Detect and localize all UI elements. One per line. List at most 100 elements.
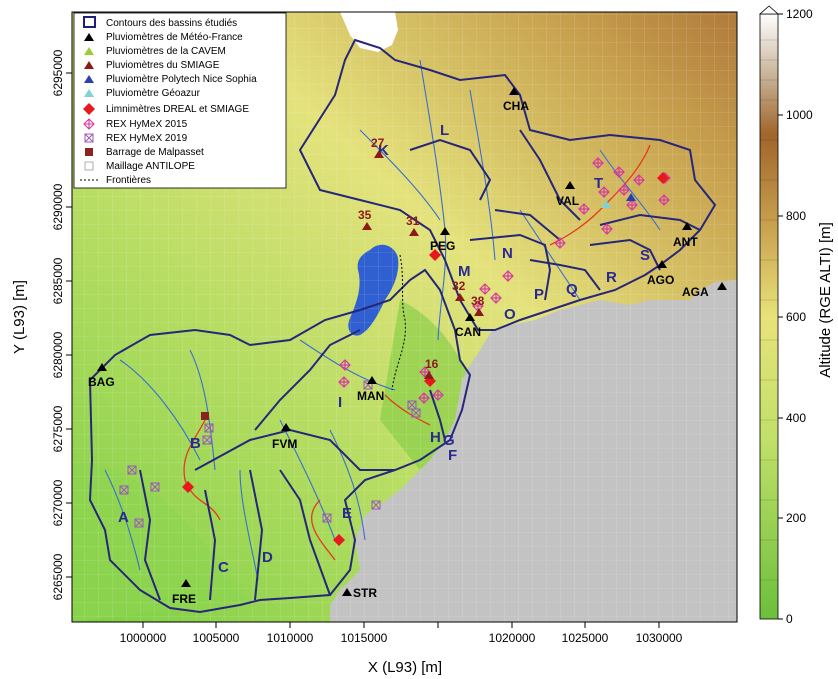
legend-symbol-geoazur xyxy=(84,89,94,97)
y-axis: 6265000 6270000 6275000 6280000 6285000 … xyxy=(11,12,73,622)
geoazur-gauge-marker xyxy=(601,200,611,208)
legend-label-border: Frontières xyxy=(106,175,151,186)
x-tick-label: 1020000 xyxy=(489,631,536,645)
station-label-MAN: MAN xyxy=(357,389,384,403)
legend-symbol-rex-2019 xyxy=(84,133,94,143)
smiage-label-31: 31 xyxy=(406,214,420,228)
colorbar-gradient xyxy=(759,13,779,620)
colorbar-tick-label: 600 xyxy=(786,310,806,324)
legend-label-limnimeter: Limnimètres DREAL et SMIAGE xyxy=(106,104,249,115)
smiage-label-35: 35 xyxy=(358,208,372,222)
legend-label-dam: Barrage de Malpasset xyxy=(106,147,204,158)
legend-label-mesh: Maillage ANTILOPE xyxy=(106,161,195,172)
basin-label-A: A xyxy=(118,509,129,526)
basin-label-L: L xyxy=(440,122,449,139)
basin-outlines xyxy=(88,38,717,614)
colorbar-bands xyxy=(760,39,778,581)
basin-labels: A B C D E F G H I K L M N O P Q R S T xyxy=(118,122,650,576)
x-tick-label: 1025000 xyxy=(562,631,609,645)
station-labels: CHA VAL ANT AGO AGA PEG CAN BAG MAN FVM … xyxy=(88,99,709,606)
colorbar-tick-label: 400 xyxy=(786,411,806,425)
basin-label-O: O xyxy=(504,306,516,323)
legend-symbol-rex-2015 xyxy=(83,118,95,130)
colorbar-tick-label: 1200 xyxy=(786,7,813,21)
basin-label-T: T xyxy=(594,175,603,192)
basin-label-D: D xyxy=(262,549,273,566)
smiage-label-16: 16 xyxy=(425,357,439,371)
colorbar-tick-label: 0 xyxy=(786,612,793,626)
x-tick-label: 1005000 xyxy=(193,631,240,645)
basin-label-K: K xyxy=(378,142,389,159)
station-label-FVM: FVM xyxy=(272,437,297,451)
y-tick-label: 6275000 xyxy=(51,405,65,452)
basin-label-G: G xyxy=(443,432,455,449)
colorbar-tick-label: 1000 xyxy=(786,108,813,122)
x-tick-label: 1000000 xyxy=(120,631,167,645)
basin-label-R: R xyxy=(606,269,617,286)
meteo-france-gauges xyxy=(97,87,727,596)
legend-symbol-dam xyxy=(85,148,93,156)
smiage-label-38: 38 xyxy=(471,294,485,308)
malpasset-dam-marker xyxy=(201,412,209,420)
station-label-BAG: BAG xyxy=(88,375,115,389)
basin-label-H: H xyxy=(430,429,441,446)
legend-label-smiage: Pluviomètres du SMIAGE xyxy=(106,60,220,71)
legend-box xyxy=(73,12,287,189)
y-tick-label: 6295000 xyxy=(51,49,65,96)
x-tick-label: 1030000 xyxy=(636,631,683,645)
station-label-PEG: PEG xyxy=(430,239,455,253)
colorbar-title: Altitude (RGE ALTI) [m] xyxy=(817,222,834,378)
station-label-AGA: AGA xyxy=(682,285,709,299)
basin-label-N: N xyxy=(502,245,513,262)
river-network xyxy=(104,59,661,581)
border-line xyxy=(391,254,406,391)
smiage-gauges xyxy=(362,150,484,379)
station-label-CAN: CAN xyxy=(455,325,481,339)
rex-hymex-2015-markers xyxy=(338,157,671,404)
smiage-label-27: 27 xyxy=(371,136,385,150)
y-tick-label: 6290000 xyxy=(51,183,65,230)
y-tick-label: 6270000 xyxy=(51,479,65,526)
basin-label-Q: Q xyxy=(566,281,578,298)
basin-label-B: B xyxy=(190,435,201,452)
colorbar-tick-label: 800 xyxy=(786,209,806,223)
map-legend: Contours des bassins étudiés Pluviomètre… xyxy=(73,12,287,189)
station-label-VAL: VAL xyxy=(556,194,579,208)
legend-label-cavem: Pluviomètres de la CAVEM xyxy=(106,46,226,57)
basin-label-E: E xyxy=(342,505,352,522)
smiage-label-32: 32 xyxy=(452,279,466,293)
legend-symbol-polytech xyxy=(84,75,94,83)
legend-symbol-cavem xyxy=(84,47,94,55)
legend-label-basin: Contours des bassins étudiés xyxy=(106,18,237,29)
station-label-AGO: AGO xyxy=(647,273,674,287)
station-label-CHA: CHA xyxy=(503,99,529,113)
station-label-STR: STR xyxy=(353,586,377,600)
y-axis-title: Y (L93) [m] xyxy=(11,280,28,354)
colorbar-top-arrow xyxy=(758,5,780,15)
legend-symbol-meteo-france xyxy=(84,33,94,41)
basin-label-S: S xyxy=(640,247,650,264)
studied-reaches xyxy=(183,144,651,561)
colorbar-ticks xyxy=(778,13,783,620)
basin-outline-north xyxy=(298,38,717,331)
legend-label-rex-2019: REX HyMeX 2019 xyxy=(106,133,188,144)
x-tick-label: 1015000 xyxy=(341,631,388,645)
smiage-number-labels: 27 35 31 32 38 16 xyxy=(358,136,485,371)
x-tick-marks xyxy=(142,622,660,628)
x-tick-label: 1010000 xyxy=(267,631,314,645)
legend-symbol-limnimeter xyxy=(83,103,95,115)
legend-label-geoazur: Pluviomètre Géoazur xyxy=(106,88,201,99)
legend-label-meteo-france: Pluviomètres de Météo-France xyxy=(106,32,243,43)
legend-label-rex-2015: REX HyMeX 2015 xyxy=(106,119,188,130)
colorbar-tick-label: 200 xyxy=(786,511,806,525)
y-tick-label: 6285000 xyxy=(51,257,65,304)
legend-symbol-mesh xyxy=(84,161,94,171)
y-tick-label: 6265000 xyxy=(51,553,65,600)
legend-symbol-smiage xyxy=(84,61,94,69)
legend-symbol-basin xyxy=(83,16,96,28)
basin-outline-south xyxy=(88,268,472,614)
legend-label-polytech: Pluviomètre Polytech Nice Sophia xyxy=(106,74,257,85)
y-tick-label: 6280000 xyxy=(51,331,65,378)
basin-label-M: M xyxy=(458,263,471,280)
